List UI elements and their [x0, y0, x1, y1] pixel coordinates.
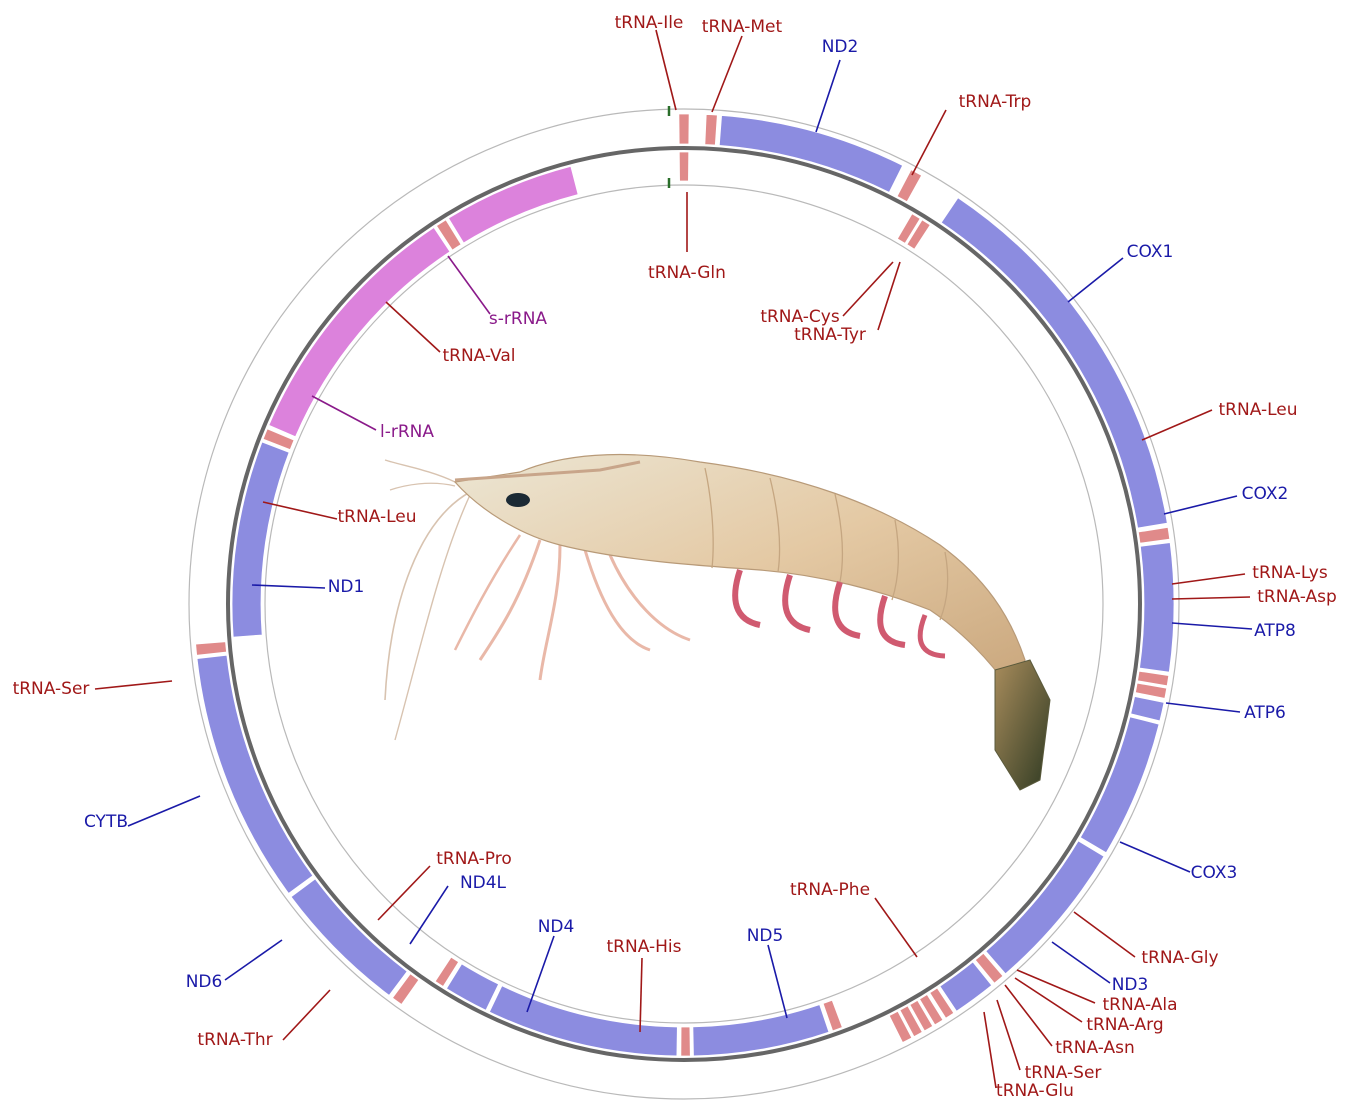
leader-line-trna-glu — [984, 1012, 996, 1088]
leader-line-cox3 — [1120, 842, 1190, 872]
gene-label-atp6: ATP6 — [1244, 703, 1286, 723]
leader-line-trna-val — [386, 302, 440, 352]
gene-label-trna-tyr: tRNA-Tyr — [794, 325, 866, 345]
gene-label-trna-ala: tRNA-Ala — [1103, 995, 1178, 1015]
gene-label-trna-met: tRNA-Met — [702, 17, 783, 37]
gene-segment-l-rrna — [269, 228, 450, 437]
gene-label-trna-lys: tRNA-Lys — [1252, 563, 1328, 583]
gene-label-s-rrna: s-rRNA — [489, 309, 548, 329]
leader-line-nd6 — [225, 940, 282, 980]
gene-label-cox2: COX2 — [1242, 484, 1289, 504]
leader-line-trna-gly — [1074, 912, 1135, 957]
gene-label-trna-leu-1: tRNA-Leu — [1219, 400, 1298, 420]
gene-label-trna-asp: tRNA-Asp — [1257, 587, 1337, 607]
leader-line-trna-ile — [656, 30, 676, 110]
leader-line-trna-trp — [912, 110, 946, 175]
gene-label-trna-asn: tRNA-Asn — [1055, 1038, 1134, 1058]
leader-line-nd1 — [252, 585, 325, 588]
gene-label-nd1: ND1 — [328, 577, 365, 597]
leader-line-trna-arg — [1015, 978, 1082, 1022]
gene-segment-nd6 — [291, 879, 407, 995]
leader-line-cox2 — [1164, 496, 1237, 514]
gene-label-trna-his: tRNA-His — [607, 937, 682, 957]
gene-segment-nd4l — [446, 964, 498, 1010]
gene-segment-cytb — [197, 655, 313, 893]
gene-segment-trna-leu-1 — [1138, 527, 1169, 543]
gene-label-nd3: ND3 — [1112, 975, 1149, 995]
gene-label-trna-phe: tRNA-Phe — [790, 880, 870, 900]
gene-label-trna-val: tRNA-Val — [442, 346, 515, 366]
leader-line-l-rrna — [312, 396, 376, 430]
gene-label-trna-ser-2: tRNA-Ser — [13, 679, 90, 699]
gene-label-trna-leu-2: tRNA-Leu — [338, 507, 417, 527]
leader-line-trna-lys — [1172, 574, 1245, 584]
gene-label-nd5: ND5 — [747, 926, 784, 946]
gene-label-trna-arg: tRNA-Arg — [1086, 1015, 1163, 1035]
gene-label-trna-gln: tRNA-Gln — [648, 263, 726, 283]
gene-segment-trna-lys — [1138, 671, 1169, 686]
gene-segment-atp8 — [1131, 696, 1164, 720]
gene-segment-trna-ser-2 — [196, 642, 227, 656]
gene-segment-cox2 — [1140, 543, 1174, 673]
gene-label-trna-gly: tRNA-Gly — [1141, 948, 1218, 968]
leader-line-nd2 — [816, 60, 840, 132]
leader-line-trna-thr — [283, 990, 330, 1040]
leader-line-nd5 — [768, 945, 787, 1018]
leader-line-nd3 — [1052, 942, 1110, 983]
leader-line-trna-met — [712, 36, 742, 112]
gene-segment-nd1 — [232, 442, 289, 637]
gene-segment-trna-met — [705, 115, 717, 146]
gene-label-cytb: CYTB — [84, 812, 128, 832]
gene-segment-trna-asp — [1135, 683, 1166, 698]
gene-label-nd4l: ND4L — [460, 873, 507, 893]
gene-segment-nd4 — [489, 986, 677, 1056]
gene-segment-trna-his — [681, 1027, 690, 1056]
leader-line-trna-tyr — [878, 262, 900, 330]
gene-segment-cox3 — [986, 841, 1104, 974]
gene-label-nd4: ND4 — [538, 917, 575, 937]
gene-segment-trna-ile — [679, 114, 689, 144]
gene-segment-nd5 — [693, 1005, 829, 1056]
leader-line-cox1 — [1068, 258, 1123, 302]
leader-line-nd4l — [410, 886, 448, 944]
gene-label-trna-thr: tRNA-Thr — [197, 1030, 272, 1050]
gene-label-trna-ile: tRNA-Ile — [615, 13, 684, 33]
leader-line-trna-leu-1 — [1142, 410, 1212, 440]
leader-line-trna-phe — [875, 898, 917, 957]
gene-label-l-rrna: l-rRNA — [380, 422, 434, 442]
shrimp-illustration — [385, 455, 1050, 790]
gene-label-cox3: COX3 — [1191, 863, 1238, 883]
leader-line-cytb — [128, 796, 200, 826]
gene-segment-trna-gln — [679, 152, 688, 181]
leader-line-atp8 — [1172, 623, 1252, 629]
gene-label-nd2: ND2 — [822, 37, 859, 57]
gene-label-trna-pro: tRNA-Pro — [436, 849, 512, 869]
leader-line-s-rrna — [448, 256, 490, 314]
leader-line-atp6 — [1166, 703, 1240, 712]
leader-line-trna-ser-1 — [997, 1000, 1020, 1070]
gene-label-atp8: ATP8 — [1254, 621, 1296, 641]
gene-label-cox1: COX1 — [1127, 242, 1174, 262]
leader-line-trna-asn — [1005, 985, 1052, 1046]
gene-label-nd6: ND6 — [186, 972, 223, 992]
gene-label-trna-glu: tRNA-Glu — [996, 1081, 1074, 1101]
leader-line-trna-asp — [1172, 597, 1250, 599]
leader-line-trna-pro — [378, 866, 430, 920]
leader-line-trna-ser-2 — [95, 681, 172, 689]
gene-label-trna-cys: tRNA-Cys — [760, 307, 840, 327]
gene-label-trna-trp: tRNA-Trp — [959, 92, 1032, 112]
gene-label-trna-ser-1: tRNA-Ser — [1025, 1063, 1102, 1083]
gene-segment-trna-trp — [897, 170, 921, 202]
